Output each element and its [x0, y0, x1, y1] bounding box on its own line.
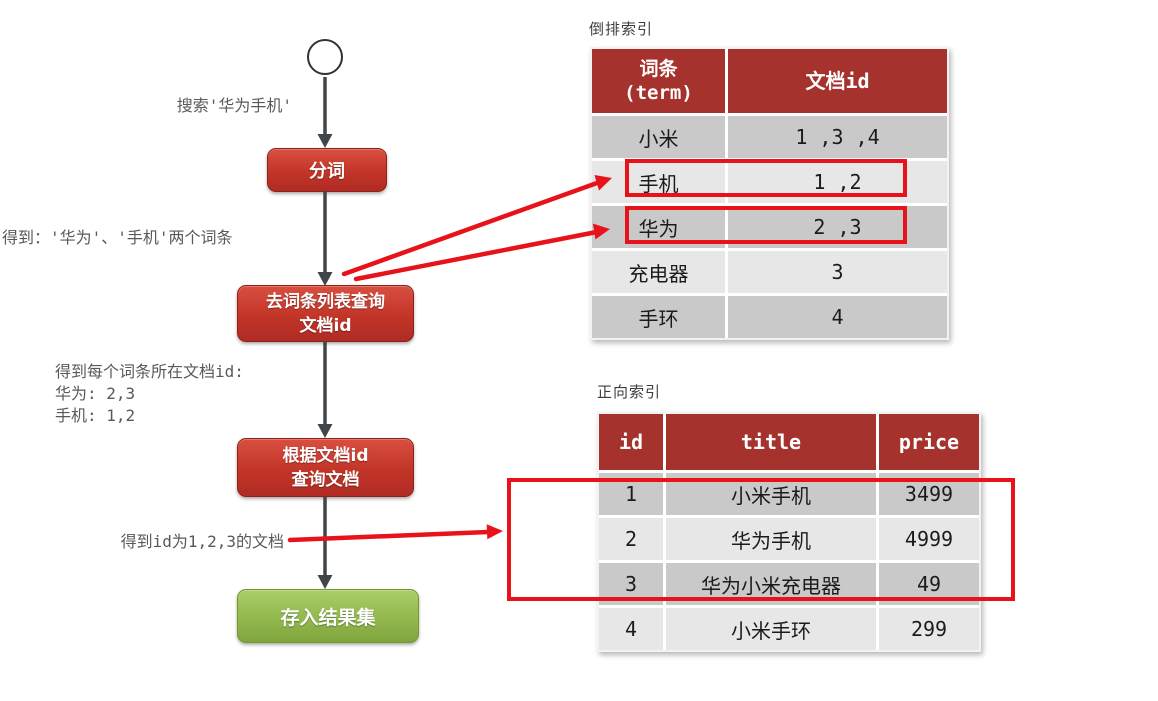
label-result-docs: 得到id为1,2,3的文档: [120, 532, 284, 551]
table-cell: 299: [879, 608, 979, 650]
step-fetch-docs-line2: 查询文档: [291, 469, 360, 490]
step-word-segmentation: 分词: [267, 148, 387, 192]
inverted-header-docid: 文档id: [728, 49, 947, 113]
table-cell: 4999: [879, 518, 979, 560]
label-term-docids-line2: 华为: 2,3: [55, 384, 136, 403]
forward-header-price: price: [879, 414, 979, 470]
inverted-header-term: 词条 (term): [592, 49, 725, 113]
table-cell: 手环: [592, 296, 725, 338]
inverted-header-term-line1: 词条: [639, 58, 678, 80]
step-fetch-docs-line1: 根据文档id: [282, 445, 369, 466]
start-node-circle: [307, 39, 343, 75]
label-term-docids: 得到每个词条所在文档id: 华为: 2,3 手机: 1,2: [55, 361, 244, 427]
highlight-rect-term-huawei: [625, 206, 907, 244]
step-store-result-set-label: 存入结果集: [280, 606, 376, 629]
table-cell: 小米手环: [666, 608, 876, 650]
forward-header-title: title: [666, 414, 876, 470]
label-two-terms: 得到：'华为'、'手机'两个词条: [2, 228, 233, 247]
highlight-rect-result-rows: [507, 478, 1015, 601]
step-term-list-lookup: 去词条列表查询 文档id: [237, 285, 414, 342]
step-term-list-lookup-line1: 去词条列表查询: [266, 291, 385, 312]
label-search-query: 搜索'华为手机': [176, 96, 292, 115]
step-store-result-set: 存入结果集: [237, 589, 419, 643]
forward-header-id: id: [599, 414, 663, 470]
inverted-index-table: 词条 (term) 文档id 小米 1 ,3 ,4 手机 1 ,2 华为 2 ,…: [590, 47, 949, 340]
inverted-header-term-line2: (term): [624, 82, 693, 104]
step-term-list-lookup-line2: 文档id: [299, 315, 352, 336]
table-cell: 1 ,3 ,4: [728, 116, 947, 158]
forward-index-title: 正向索引: [597, 383, 662, 401]
step-fetch-docs-by-id: 根据文档id 查询文档: [237, 438, 414, 497]
inverted-header-docid-label: 文档id: [805, 69, 870, 93]
table-cell: 4: [599, 608, 663, 650]
inverted-index-title: 倒排索引: [589, 20, 654, 38]
label-term-docids-line1: 得到每个词条所在文档id:: [55, 362, 244, 381]
table-cell: 小米: [592, 116, 725, 158]
step-word-segmentation-label: 分词: [309, 161, 345, 182]
label-term-docids-line3: 手机: 1,2: [55, 406, 136, 425]
table-cell: 华为手机: [666, 518, 876, 560]
table-cell: 3: [728, 251, 947, 293]
table-cell: 充电器: [592, 251, 725, 293]
highlight-rect-term-shouji: [625, 159, 907, 197]
table-cell: 4: [728, 296, 947, 338]
table-cell: 2: [599, 518, 663, 560]
